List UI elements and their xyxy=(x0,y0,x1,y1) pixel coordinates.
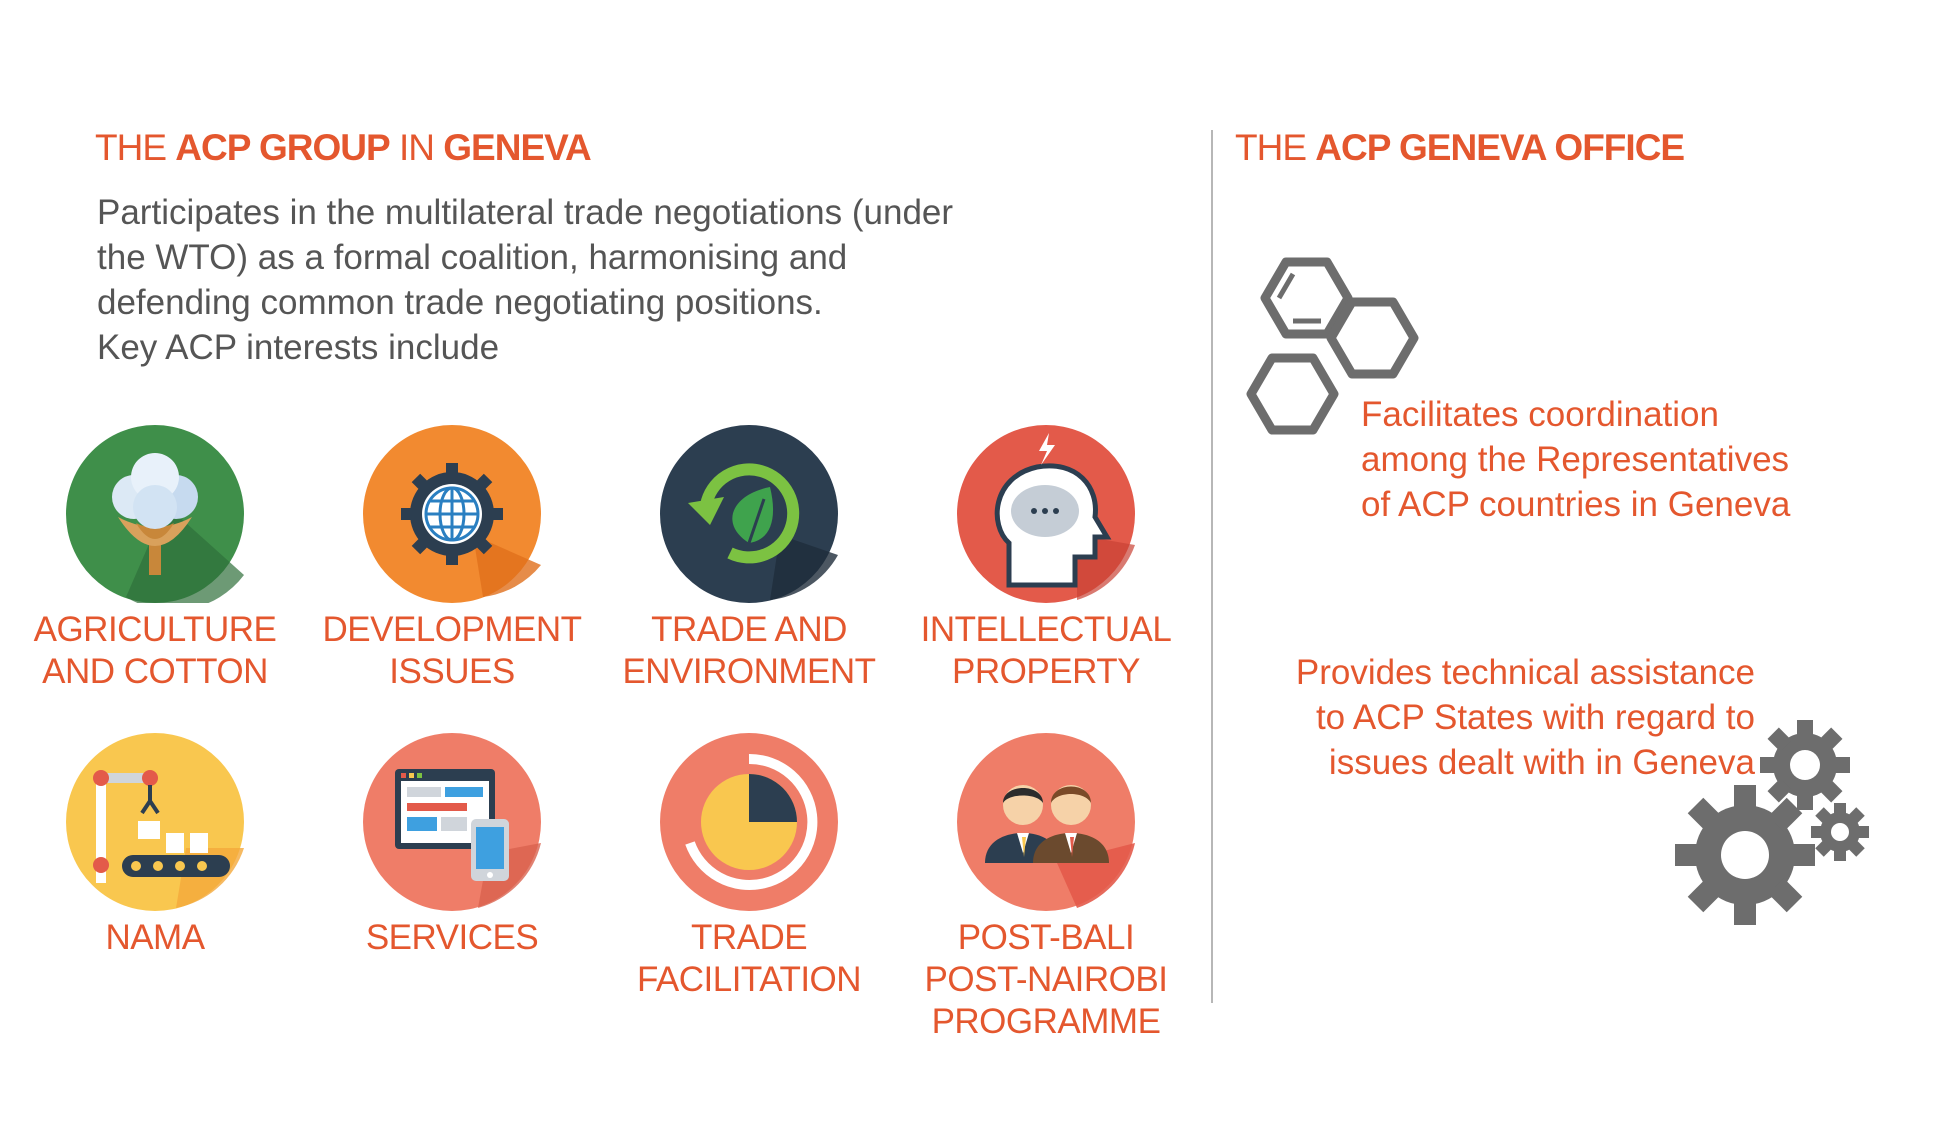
interest-label: POST-BALI POST-NAIROBI PROGRAMME xyxy=(896,917,1196,1043)
intro-line: Participates in the multilateral trade n… xyxy=(97,193,954,232)
cotton-plant-icon xyxy=(66,425,244,603)
people-icon xyxy=(957,733,1135,911)
interest-label-line: TRADE AND xyxy=(651,610,847,649)
interest-label-line: POST-NAIROBI xyxy=(924,960,1168,999)
leaf-cycle-icon xyxy=(660,425,838,603)
heading-emphasis: GENEVA xyxy=(443,127,592,168)
interest-label: DEVELOPMENT ISSUES xyxy=(302,609,602,693)
interest-label-line: AGRICULTURE xyxy=(33,610,277,649)
coordination-line: Facilitates coordination xyxy=(1361,395,1719,434)
brain-head-icon xyxy=(957,425,1135,603)
hexagon-molecule-icon xyxy=(1243,248,1443,448)
intro-line: Key ACP interests include xyxy=(97,328,500,367)
interest-label-line: FACILITATION xyxy=(636,960,862,999)
pie-chart-icon xyxy=(660,733,838,911)
coordination-line: of ACP countries in Geneva xyxy=(1361,485,1791,524)
column-divider xyxy=(1211,130,1213,1003)
acp-group-heading: THE ACP GROUP IN GENEVA xyxy=(95,127,592,169)
devices-icon xyxy=(363,733,541,911)
interest-label: SERVICES xyxy=(302,917,602,959)
interest-label-line: PROGRAMME xyxy=(931,1002,1161,1041)
interest-label-line: ENVIRONMENT xyxy=(622,652,876,691)
interest-label-line: DEVELOPMENT xyxy=(322,610,583,649)
coordination-line: among the Representatives xyxy=(1361,440,1790,479)
interest-label: INTELLECTUAL PROPERTY xyxy=(896,609,1196,693)
interest-label: TRADE AND ENVIRONMENT xyxy=(599,609,899,693)
interest-label-line: AND COTTON xyxy=(42,652,268,691)
assistance-text: Provides technical assistance to ACP Sta… xyxy=(1100,650,1755,785)
globe-gear-icon xyxy=(363,425,541,603)
heading-text: IN xyxy=(389,127,444,168)
interest-label: AGRICULTURE AND COTTON xyxy=(5,609,305,693)
assistance-line: issues dealt with in Geneva xyxy=(1328,743,1755,782)
interest-label-line: SERVICES xyxy=(365,918,539,957)
interest-label-line: POST-BALI xyxy=(957,918,1135,957)
interest-label: TRADE FACILITATION xyxy=(599,917,899,1001)
interest-label-line: PROPERTY xyxy=(952,652,1140,691)
interest-label-line: TRADE xyxy=(690,918,808,957)
intro-line: defending common trade negotiating posit… xyxy=(97,283,823,322)
interest-label: NAMA xyxy=(5,917,305,959)
coordination-text: Facilitates coordination among the Repre… xyxy=(1361,392,1790,527)
heading-text: THE xyxy=(95,127,176,168)
interest-label-line: NAMA xyxy=(105,918,205,957)
heading-text: THE xyxy=(1235,127,1316,168)
assistance-line: Provides technical assistance xyxy=(1295,653,1755,692)
interest-label-line: INTELLECTUAL xyxy=(920,610,1172,649)
heading-emphasis: ACP GROUP xyxy=(175,127,390,168)
acp-geneva-office-heading: THE ACP GENEVA OFFICE xyxy=(1235,127,1685,169)
heading-emphasis: ACP GENEVA OFFICE xyxy=(1315,127,1685,168)
interest-label-line: ISSUES xyxy=(389,652,515,691)
intro-line: the WTO) as a formal coalition, harmonis… xyxy=(97,238,848,277)
robot-arm-icon xyxy=(66,733,244,911)
assistance-line: to ACP States with regard to xyxy=(1315,698,1755,737)
intro-paragraph: Participates in the multilateral trade n… xyxy=(97,190,1087,370)
gears-icon xyxy=(1675,720,1875,925)
